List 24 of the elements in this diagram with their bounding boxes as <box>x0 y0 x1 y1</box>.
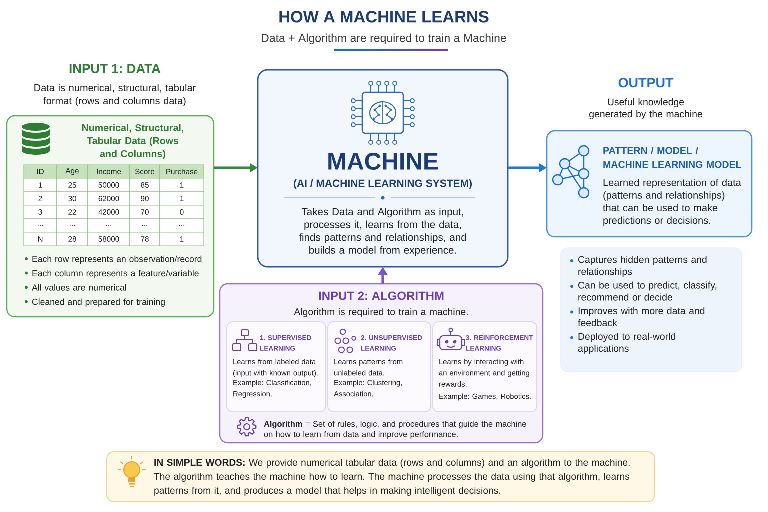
description: Data is numerical, structural, tabular format (rows and columns data) <box>34 84 196 107</box>
heading: MACHINE <box>328 153 438 170</box>
note-box: IN SIMPLE WORDS: We provide numerical tabular data (rows and columns) and an algorithm to the machine. The algorithm teaches the machine how to learn. The machine processes the data using that algorithm, learns patterns from it, and produces a model that helps in making intelligent decisions. <box>106 452 656 502</box>
body-text: Learned representation of data (patterns and relationships) that can be used to make predictions or decisions. <box>603 179 742 226</box>
heading: INPUT 1: DATA <box>70 64 161 74</box>
description: Useful knowledge generated by the machine <box>590 98 702 120</box>
list-item: Each row represents an observation/record <box>32 256 202 264</box>
list-item: Captures hidden patterns and relationships <box>578 256 707 278</box>
description: Algorithm is required to train a machine. <box>294 308 468 318</box>
list-item: Improves with more data and feedback <box>578 307 705 326</box>
panel-heading: Numerical, Structural, Tabular Data (Rows and Columns) <box>82 124 184 160</box>
panel-heading: PATTERN / MODEL / MACHINE LEARNING MODEL <box>604 147 742 168</box>
list-item: Deployed to real-world applications <box>578 332 676 354</box>
subheading: (AI / MACHINE LEARNING SYSTEM) <box>294 180 472 190</box>
body-text: Takes Data and Algorithm as input, processes it, learns from the data, finds patterns and relationships, and builds a model from experience. <box>299 208 466 256</box>
list-item: Cleaned and prepared for training <box>32 298 165 307</box>
heading: OUTPUT <box>618 78 674 88</box>
definition-text: Algorithm = Set of rules, logic, and procedures that guide the machine on how to learn from data and improve performance. <box>264 421 526 439</box>
subtitle: Data + Algorithm are required to train a Machine <box>262 34 506 45</box>
list-item: All values are numerical <box>32 284 126 291</box>
list-item: Can be used to predict, classify, recommend or decide <box>578 282 717 301</box>
title: HOW A MACHINE LEARNS <box>280 11 489 23</box>
heading: INPUT 2: ALGORITHM <box>319 292 444 300</box>
list-item: Each column represents a feature/variable <box>32 270 199 278</box>
